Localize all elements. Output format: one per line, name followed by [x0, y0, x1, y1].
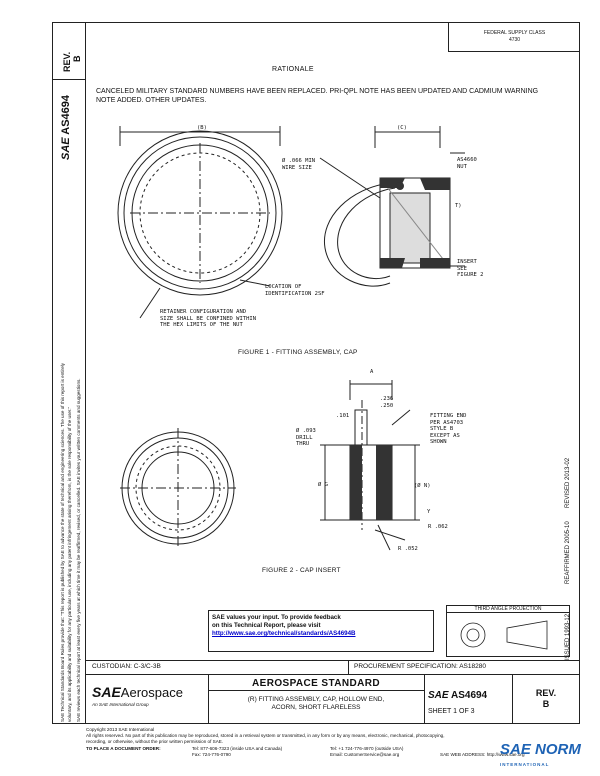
- drawing-frame: [52, 22, 580, 724]
- standard-type: AEROSPACE STANDARD: [252, 678, 380, 689]
- title-block-divider-4: [512, 674, 513, 724]
- footer-tel-2: Tel: +1 724-776-4970 (outside USA): [330, 746, 404, 751]
- sidebar-disclaimer-3: SAE reviews each technical report at lea…: [76, 378, 81, 722]
- fig1-location-callout: LOCATION OF IDENTIFICATION 2SF: [265, 284, 325, 297]
- figure-2-drawing: [120, 380, 420, 551]
- fig2-dia-n: (Ø N): [414, 483, 431, 489]
- sidebar-disclaimer-2: voluntary, and its applicability and sui…: [67, 406, 72, 722]
- title-rev-label: REV.: [535, 688, 557, 698]
- revision-revised: REVISED 2013-02: [565, 457, 571, 508]
- projection-symbol: [460, 620, 548, 650]
- sidebar-rev-label: REV.: [62, 51, 72, 72]
- fig1-insert-callout: INSERT SEE FIGURE 2: [457, 259, 484, 278]
- rationale-title: RATIONALE: [272, 66, 314, 73]
- watermark-sub: INTERNATIONAL: [500, 762, 550, 767]
- feedback-link[interactable]: http://www.sae.org/technical/standards/A…: [212, 630, 356, 637]
- document-number: SAE AS4694: [428, 690, 487, 701]
- federal-supply-value: 4730: [508, 37, 521, 43]
- procurement-spec: PROCUREMENT SPECIFICATION: AS18280: [354, 663, 486, 670]
- fig2-r052: R .052: [398, 546, 418, 552]
- left-sidebar: [52, 22, 86, 724]
- logo-tagline: An SAE International Group: [92, 702, 149, 707]
- feedback-line-1: SAE values your input. To provide feedba…: [212, 614, 341, 621]
- watermark-logo: SAE NORM INTERNATIONAL: [500, 742, 581, 772]
- title-block-divider-1: [348, 660, 349, 674]
- sidebar-doc-id: AS4694: [60, 94, 72, 135]
- logo-sae: SAE: [92, 684, 121, 700]
- feedback-line-2: on this Technical Report, please visit: [212, 622, 321, 629]
- fig2-dia-g: Ø G: [318, 482, 328, 488]
- title-block-line-2: [86, 674, 580, 675]
- footer-order: TO PLACE A DOCUMENT ORDER:: [86, 746, 161, 751]
- figure-1-drawing: [117, 126, 465, 319]
- footer-web: SAE WEB ADDRESS: http://www.sae.org: [440, 752, 525, 757]
- sheet-number: SHEET 1 OF 3: [428, 708, 475, 715]
- fig2-dim-236: .236: [380, 396, 394, 402]
- revision-reaffirmed: REAFFIRMED 2005-10: [565, 521, 571, 584]
- footer-fax: Fax: 724-776-0790: [192, 752, 231, 757]
- fig2-fitting-end-callout: FITTING END PER AS4703 STYLE B EXCEPT AS…: [430, 413, 467, 445]
- document-title: (R) FITTING ASSEMBLY, CAP, HOLLOW END, A…: [208, 696, 424, 712]
- document-title-line-2: ACORN, SHORT FLARELESS: [271, 704, 361, 711]
- projection-label: THIRD ANGLE PROJECTION: [447, 606, 569, 613]
- footer-email: Email: CustomerService@sae.org: [330, 752, 400, 757]
- title-block-rev: REV. B: [512, 688, 580, 710]
- footer-tel-1: Tel: 877-606-7323 (inside USA and Canada…: [192, 746, 283, 751]
- fig1-label-b: (B): [197, 125, 207, 131]
- document-title-line-1: (R) FITTING ASSEMBLY, CAP, HOLLOW END,: [247, 696, 385, 703]
- watermark-text: SAE NORM: [500, 741, 581, 758]
- fig2-dim-101: .101: [336, 413, 350, 419]
- custodian: CUSTODIAN: C-3/C-3B: [92, 663, 161, 670]
- figure-1-caption: FIGURE 1 - FITTING ASSEMBLY, CAP: [238, 349, 358, 356]
- title-block-line-3: [208, 690, 424, 691]
- fig1-label-c: (C): [397, 125, 407, 131]
- fig2-y-label: Y: [427, 509, 431, 515]
- doc-number-value: AS4694: [450, 690, 488, 701]
- title-block-divider-3: [424, 674, 425, 724]
- doc-number-brand: SAE: [428, 690, 449, 701]
- federal-supply-label: FEDERAL SUPPLY CLASS: [483, 30, 546, 36]
- logo-aerospace: Aerospace: [120, 685, 183, 700]
- fig1-t-callout: T): [455, 203, 462, 209]
- sidebar-disclaimer-1: SAE Technical Standards Board Rules prov…: [60, 363, 65, 722]
- rationale-text: CANCELED MILITARY STANDARD NUMBERS HAVE …: [96, 88, 539, 104]
- fig1-retainer-callout: RETAINER CONFIGURATION AND SIZE SHALL BE…: [160, 309, 257, 328]
- title-block-line-1: [86, 660, 580, 661]
- sae-aerospace-logo: SAEAerospace An SAE International Group: [92, 684, 183, 707]
- federal-supply-class: FEDERAL SUPPLY CLASS 4730: [448, 22, 580, 52]
- fig2-dim-a: A: [370, 369, 374, 375]
- title-rev-value: B: [542, 699, 550, 709]
- fig2-r062: R .062: [428, 524, 448, 530]
- sidebar-rev-box: [52, 22, 86, 80]
- fig1-nut-callout: AS4660 NUT: [457, 157, 477, 170]
- feedback-box: SAE values your input. To provide feedba…: [208, 610, 434, 652]
- sidebar-brand: SAE: [60, 137, 72, 160]
- fig2-drill-callout: Ø .093 DRILL THRU: [296, 428, 316, 447]
- footer-rights-1: All rights reserved. No part of this pub…: [86, 733, 445, 738]
- figure-2-caption: FIGURE 2 - CAP INSERT: [262, 567, 341, 574]
- sidebar-rev-value: B: [72, 55, 82, 63]
- projection-box: THIRD ANGLE PROJECTION: [446, 605, 570, 657]
- footer-rights-2: recording, or otherwise, without the pri…: [86, 739, 224, 744]
- sidebar-doc-number: SAE AS4694: [60, 95, 72, 160]
- footer-copyright: Copyright 2013 SAE International: [86, 727, 155, 732]
- fig1-wire-callout: Ø .066 MIN WIRE SIZE: [282, 158, 316, 171]
- title-block-divider-2: [208, 674, 209, 724]
- fig2-dim-250: .250: [380, 403, 394, 409]
